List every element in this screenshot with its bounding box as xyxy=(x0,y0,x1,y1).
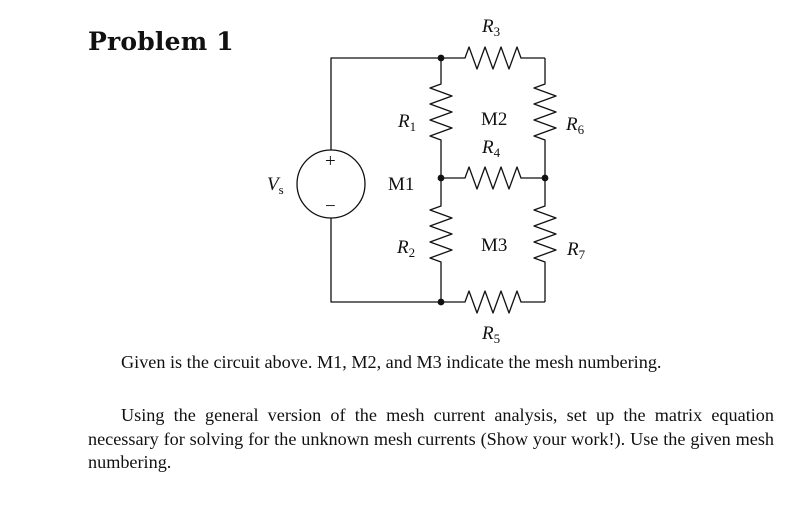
source-label: Vs xyxy=(267,174,284,197)
problem-title: Problem 1 xyxy=(88,27,234,56)
problem-paragraph-1: Given is the circuit above. M1, M2, and … xyxy=(88,351,774,375)
resistor-r4 xyxy=(441,166,545,190)
label-r7: R7 xyxy=(566,239,586,262)
resistor-r7 xyxy=(533,178,557,302)
node-mid-right xyxy=(541,174,549,182)
node-bottom-left xyxy=(437,298,445,306)
mesh-label-m1: M1 xyxy=(388,174,414,195)
resistor-r1 xyxy=(429,58,453,178)
wire-source-bottom xyxy=(330,218,441,303)
problem-paragraph-2: Using the general version of the mesh cu… xyxy=(88,404,774,475)
mesh-label-m3: M3 xyxy=(481,235,507,256)
paragraph-2-text: Using the general version of the mesh cu… xyxy=(88,405,774,472)
label-r4: R4 xyxy=(481,137,501,160)
node-top-left xyxy=(437,54,445,62)
label-r1: R1 xyxy=(397,111,416,134)
label-r2: R2 xyxy=(396,237,415,260)
paragraph-1-text: Given is the circuit above. M1, M2, and … xyxy=(121,352,662,372)
voltage-source xyxy=(296,149,366,219)
label-r3: R3 xyxy=(481,16,500,39)
minus-sign: − xyxy=(325,196,336,217)
wire-source-top xyxy=(330,57,441,150)
resistor-r3 xyxy=(441,46,545,70)
resistor-r2 xyxy=(429,178,453,302)
mesh-label-m2: M2 xyxy=(481,109,507,130)
resistor-r6 xyxy=(533,58,557,178)
label-r6: R6 xyxy=(565,114,585,137)
plus-sign: + xyxy=(325,151,336,172)
node-mid-left xyxy=(437,174,445,182)
resistor-r5 xyxy=(441,290,545,314)
circuit-diagram: + − Vs R3 R1 R6 R4 R2 R7 R5 M2 M1 M3 xyxy=(267,16,586,345)
label-r5: R5 xyxy=(481,323,500,345)
